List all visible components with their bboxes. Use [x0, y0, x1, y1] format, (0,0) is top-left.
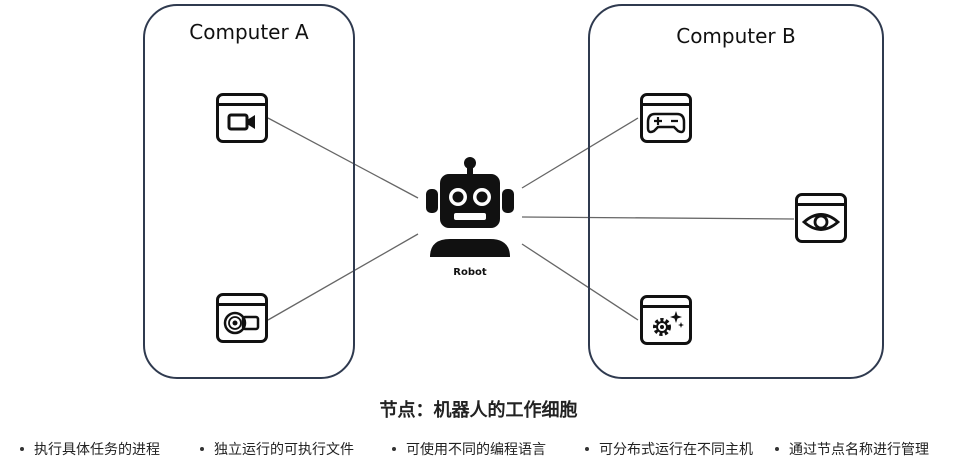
bullet-item: 可分布式运行在不同主机 [585, 438, 775, 460]
computer-a-title: Computer A [189, 20, 309, 44]
robot-icon [426, 157, 514, 257]
computer-b-box: Computer B [588, 4, 884, 379]
bullet-item: 可使用不同的编程语言 [392, 438, 585, 460]
node-camera [216, 93, 268, 143]
lidar-sensor-icon [223, 311, 260, 335]
feature-bullets: 执行具体任务的进程 独立运行的可执行文件 可使用不同的编程语言 可分布式运行在不… [20, 438, 957, 460]
bullet-item: 独立运行的可执行文件 [200, 438, 392, 460]
video-camera-icon [227, 113, 255, 131]
bullet-item: 通过节点名称进行管理 [775, 438, 955, 460]
eye-icon [801, 213, 841, 231]
bullet-text: 可使用不同的编程语言 [406, 442, 546, 458]
node-settings [640, 295, 692, 345]
node-eye [795, 193, 847, 243]
bullet-text: 通过节点名称进行管理 [789, 442, 929, 458]
node-lidar [216, 293, 268, 343]
bullet-item: 执行具体任务的进程 [20, 438, 200, 460]
bullet-text: 可分布式运行在不同主机 [599, 442, 753, 458]
computer-b-title: Computer B [676, 24, 796, 48]
bullet-text: 执行具体任务的进程 [34, 442, 160, 458]
gamepad-icon [646, 112, 686, 134]
computer-a-box: Computer A [143, 4, 355, 379]
diagram-caption: 节点：机器人的工作细胞 [379, 400, 578, 421]
node-gamepad [640, 93, 692, 143]
gear-sparkle-icon [653, 311, 684, 336]
robot-label: Robot [453, 267, 487, 278]
bullet-text: 独立运行的可执行文件 [214, 442, 354, 458]
